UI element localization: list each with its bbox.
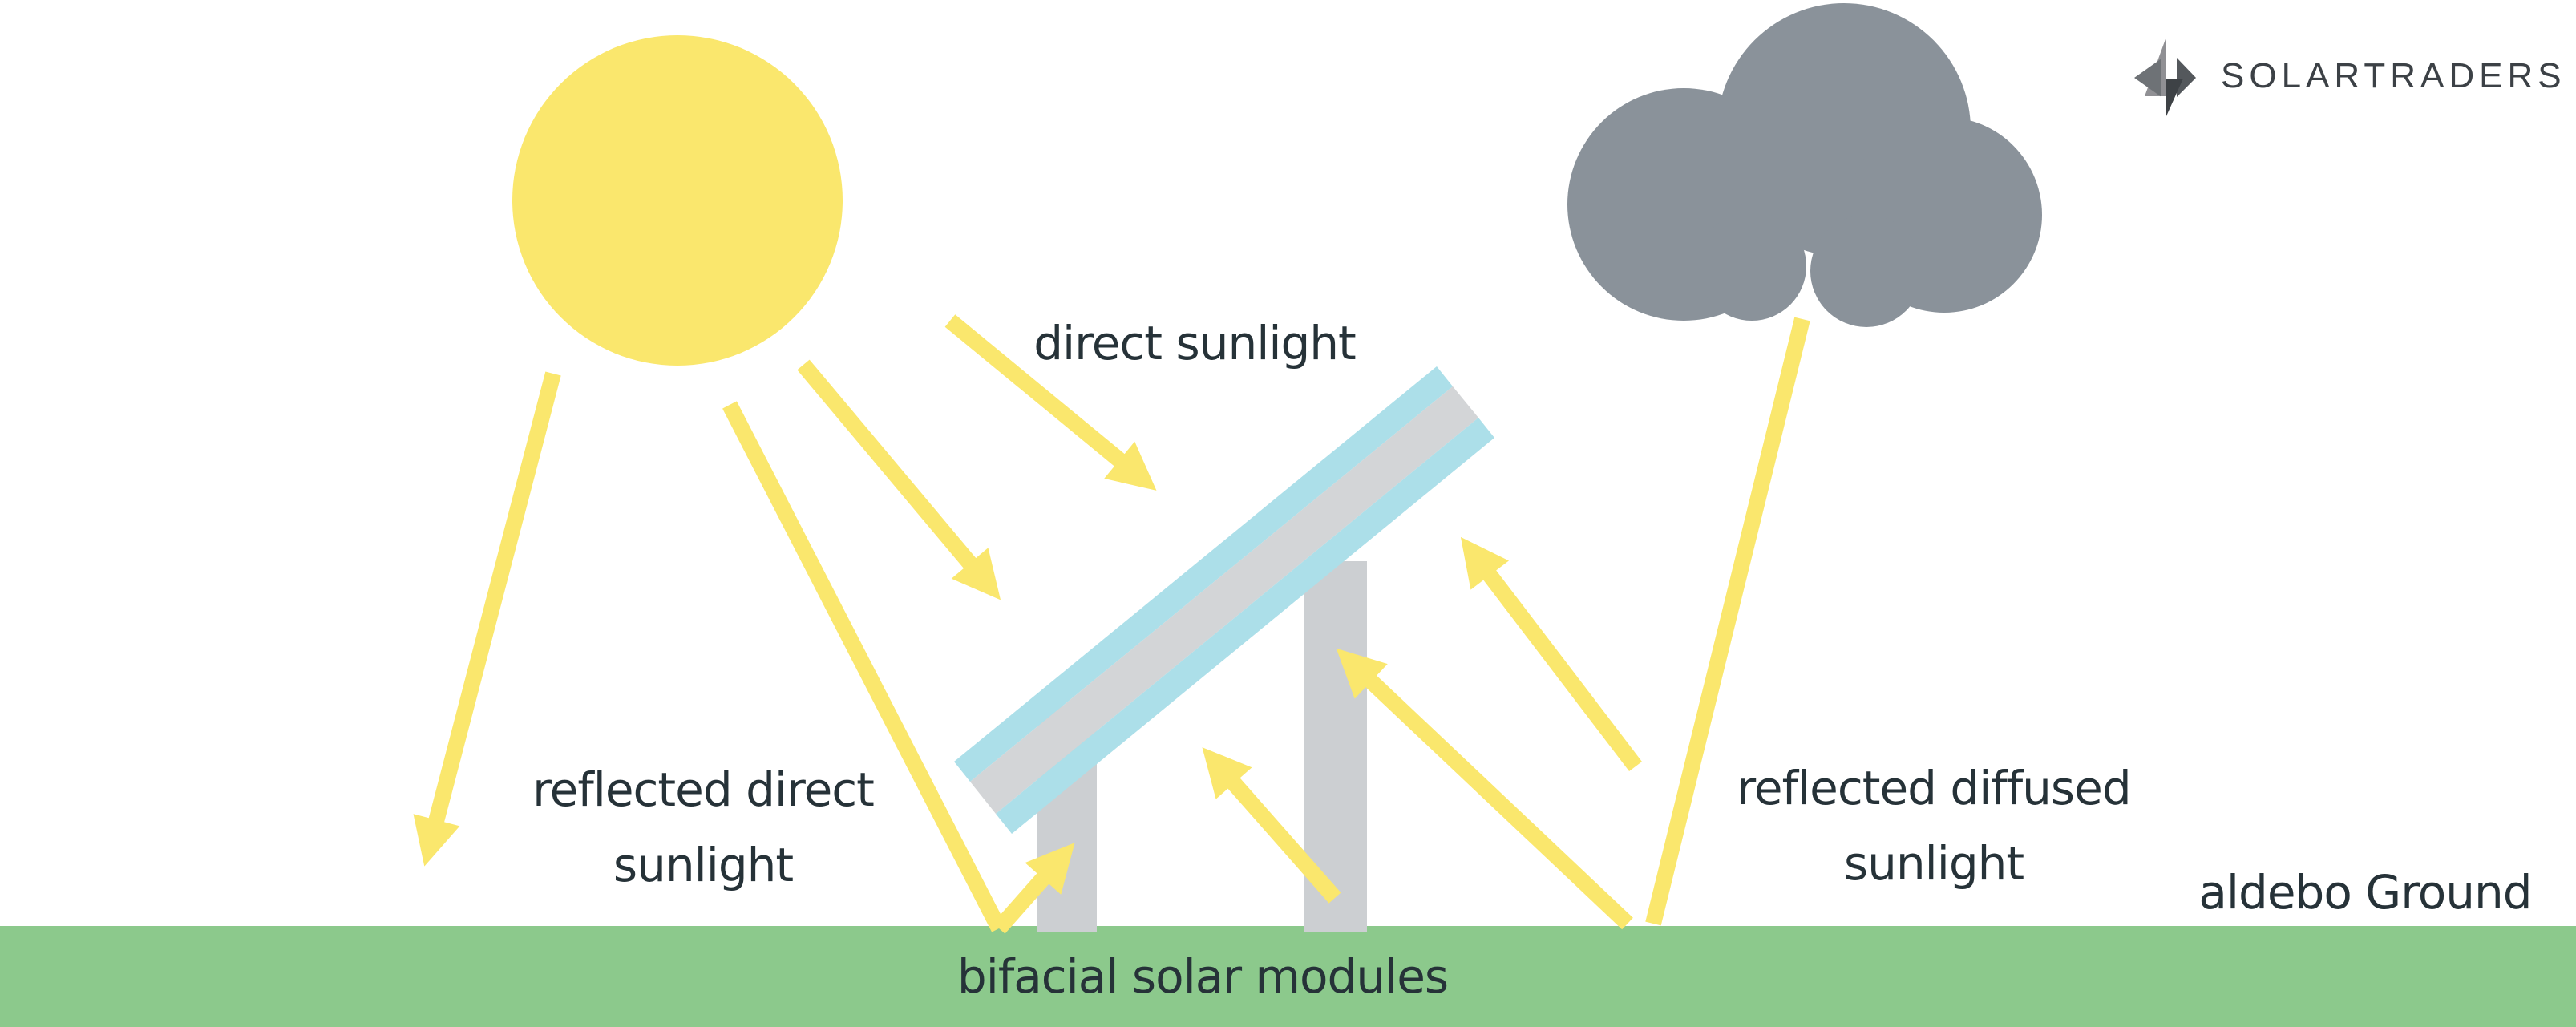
module-core (970, 386, 1478, 814)
direct-sunlight-ray-to-ground (413, 371, 561, 867)
reflected-diffused-arrow-short (1460, 536, 1642, 772)
sunlight-rays (413, 314, 1810, 934)
label-line: sunlight (1843, 836, 2024, 891)
bifacial-solar-module (954, 366, 1494, 834)
label-albedo-ground: aldebo Ground (2198, 865, 2532, 920)
logo-triangle-bottom (2166, 79, 2183, 116)
cloud-lobe (1697, 212, 1806, 321)
reflected-direct-sunlight-arrow (993, 843, 1075, 934)
direct-sunlight-ray-lower (797, 359, 1001, 600)
direct-sunlight-ray-upper (944, 314, 1157, 491)
solartraders-logo: SOLARTRADERS (2134, 36, 2566, 116)
incident-ray-to-ground (722, 401, 1006, 932)
label-line: reflected direct (532, 762, 875, 817)
label-reflected-direct-sunlight: reflected direct sunlight (532, 752, 875, 903)
diffused-ray-from-cloud (1645, 317, 1810, 926)
albedo-ground-band (0, 926, 2576, 1027)
reflected-diffused-arrow-long (1336, 648, 1633, 930)
label-reflected-diffused-sunlight: reflected diffused sunlight (1737, 750, 2131, 901)
module-front-glass (954, 366, 1453, 782)
label-line: sunlight (613, 838, 794, 892)
logo-wordmark: SOLARTRADERS (2221, 56, 2566, 95)
solartraders-logo-icon (2134, 37, 2196, 116)
logo-triangle-right (2177, 58, 2196, 97)
reflected-ray-under-module (1202, 747, 1341, 904)
label-line: reflected diffused (1737, 761, 2131, 815)
cloud-lobe (1810, 215, 1923, 327)
module-rear-glass (996, 418, 1494, 834)
label-direct-sunlight: direct sunlight (1033, 316, 1357, 370)
label-bifacial-solar-modules: bifacial solar modules (956, 949, 1449, 1004)
sun-icon (512, 35, 843, 366)
logo-triangle-left (2134, 59, 2161, 97)
cloud-icon (1567, 3, 2042, 327)
